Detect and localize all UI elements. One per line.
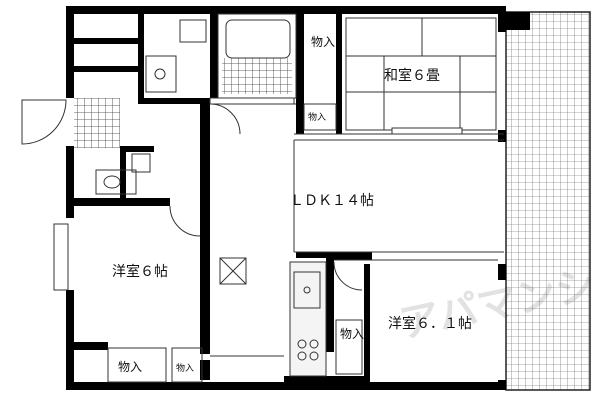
floor-hatch	[219, 257, 247, 285]
ldk-label: ＬＤＫ１４帖	[290, 193, 374, 209]
balcony	[505, 11, 591, 391]
toilet-sink	[131, 153, 151, 173]
kitchen-sink	[293, 271, 321, 309]
wash-basin	[145, 55, 177, 93]
toilet-area	[95, 169, 137, 195]
right-closet	[335, 319, 363, 375]
small-closet	[303, 103, 337, 131]
washitsu-label: 和室６畳	[384, 67, 440, 84]
youshitsu-left-label: 洋室６帖	[112, 263, 168, 280]
youshitsu-right-label: 洋室６．１帖	[388, 315, 472, 332]
bedroom-door-swing	[169, 205, 201, 237]
bathroom-floor	[222, 58, 292, 94]
bottom-closet-left	[107, 347, 167, 383]
kitchen-counter	[289, 261, 327, 377]
right-closet-label: 物入	[340, 327, 364, 341]
entrance-tile	[74, 98, 120, 148]
right-bedroom-door-swing	[333, 261, 363, 291]
entrance-door	[21, 99, 67, 145]
washer-space	[179, 19, 207, 43]
balcony-wall-block	[506, 12, 530, 30]
interior-walls	[74, 14, 372, 384]
bottom-closet-small-label: 物入	[176, 362, 194, 374]
stove-icon	[297, 339, 319, 361]
toilet-icon	[103, 175, 121, 189]
small-closet-label: 物入	[308, 111, 326, 123]
bottom-closet-left-label: 物入	[118, 360, 142, 374]
left-window	[53, 223, 69, 291]
ldk-door-swing	[209, 103, 241, 135]
tatami-grid	[345, 17, 497, 131]
bathtub	[225, 19, 291, 59]
washitsu-closet-label: 物入	[311, 35, 335, 49]
washitsu-window	[391, 127, 463, 135]
bottom-closet-small	[171, 347, 203, 383]
outer-walls	[66, 6, 506, 390]
